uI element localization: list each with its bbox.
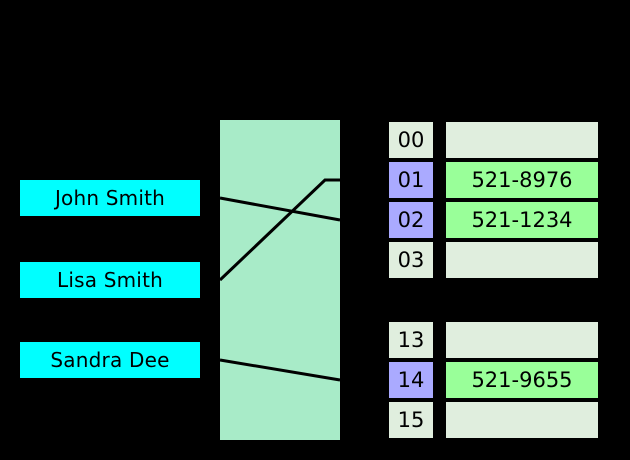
key-label: John Smith <box>54 186 166 210</box>
hash-function-block <box>220 120 340 440</box>
table-row[interactable]: 15 <box>387 400 600 440</box>
table-cell-value <box>443 240 600 280</box>
table-cell-value <box>443 120 600 160</box>
key-label: Sandra Dee <box>50 348 170 372</box>
table-row[interactable]: 14 521-9655 <box>387 360 600 400</box>
table-cell-value: 521-8976 <box>443 160 600 200</box>
table-row[interactable]: 00 <box>387 120 600 160</box>
table-cell-index: 01 <box>387 160 435 200</box>
table-row[interactable]: 01 521-8976 <box>387 160 600 200</box>
table-cell-index: 00 <box>387 120 435 160</box>
table-row[interactable]: 13 <box>387 320 600 360</box>
table-cell-value <box>443 400 600 440</box>
key-box-john-smith[interactable]: John Smith <box>20 180 200 216</box>
hash-table-group-lower: 13 14 521-9655 15 <box>387 320 600 440</box>
hash-table-group-upper: 00 01 521-8976 02 521-1234 03 <box>387 120 600 280</box>
table-cell-index: 15 <box>387 400 435 440</box>
table-cell-value <box>443 320 600 360</box>
table-row[interactable]: 02 521-1234 <box>387 200 600 240</box>
table-row[interactable]: 03 <box>387 240 600 280</box>
key-box-lisa-smith[interactable]: Lisa Smith <box>20 262 200 298</box>
table-cell-value: 521-1234 <box>443 200 600 240</box>
table-cell-index: 13 <box>387 320 435 360</box>
table-cell-index: 02 <box>387 200 435 240</box>
table-cell-index: 14 <box>387 360 435 400</box>
table-cell-index: 03 <box>387 240 435 280</box>
table-cell-value: 521-9655 <box>443 360 600 400</box>
key-label: Lisa Smith <box>57 268 163 292</box>
key-box-sandra-dee[interactable]: Sandra Dee <box>20 342 200 378</box>
